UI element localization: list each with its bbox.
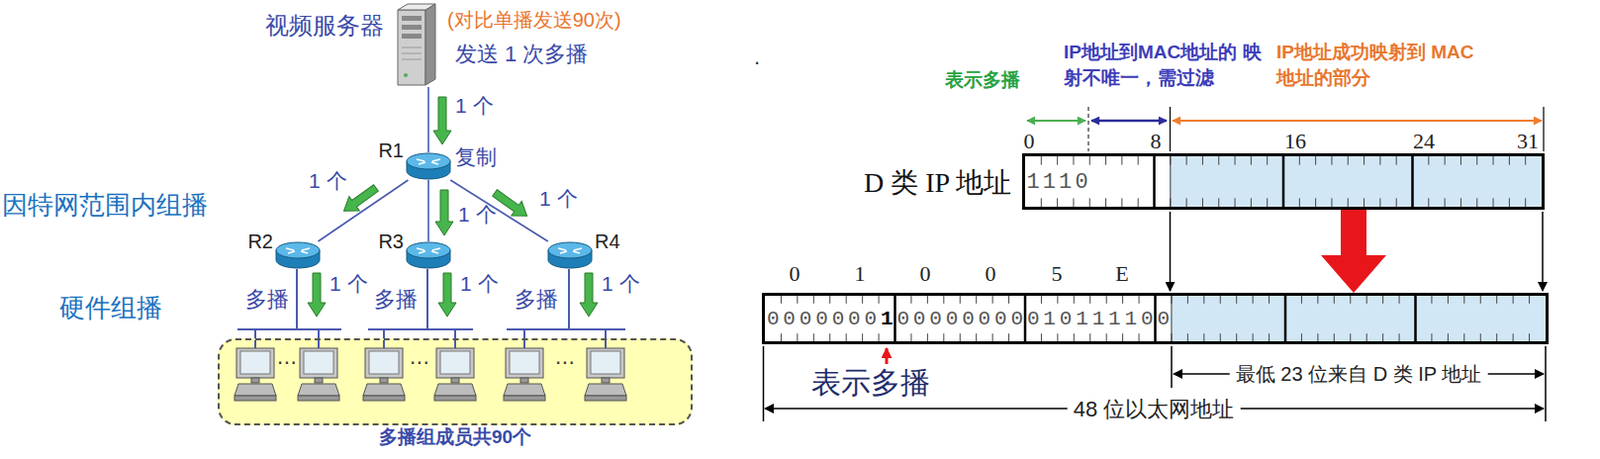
ip-address-box: D 类 IP 地址1110 <box>1022 153 1545 210</box>
router-icon <box>405 241 452 270</box>
node-text: 00000000 <box>896 307 1028 331</box>
flow-count: 1 个 <box>460 271 499 296</box>
lan-drop <box>567 269 570 330</box>
extent-line <box>1170 346 1173 388</box>
hex-digit: 0 <box>920 261 932 287</box>
ellipsis: ⋯ <box>277 350 297 375</box>
router-icon <box>275 241 321 270</box>
bit-grid <box>1025 156 1542 207</box>
mark: . <box>753 44 760 71</box>
node-text: 1110 <box>1027 169 1092 194</box>
bit-number: 0 <box>1024 128 1036 155</box>
mapping-arrow <box>1320 209 1387 293</box>
bit-number: 31 <box>1516 128 1539 155</box>
router: R3 <box>405 241 452 270</box>
ellipsis: ⋯ <box>409 350 430 375</box>
flow-count: 1 个 <box>455 93 494 118</box>
flow-count: 1 个 <box>458 201 497 227</box>
node-text: R1 <box>377 138 404 163</box>
field-note: 表示多播 <box>944 69 1021 93</box>
mac-address-box: 0000000100000000010111100 <box>761 292 1549 345</box>
node-text: D 类 IP 地址 <box>863 164 1012 202</box>
mapping-arrows <box>763 211 1547 422</box>
hex-digit: 0 <box>985 261 997 287</box>
router: R4 <box>547 241 593 270</box>
hex-digit: 1 <box>854 261 866 287</box>
ellipsis: ⋯ <box>555 350 575 375</box>
node-text: 01011110 <box>1027 307 1158 331</box>
range-arrow <box>1091 119 1167 123</box>
node-text: 1 <box>880 307 897 331</box>
node-text: 0000000 <box>766 307 881 331</box>
note: (对比单播发送90次) <box>447 7 622 32</box>
dimension-label: 48 位以太网地址 <box>1067 396 1241 423</box>
lan-drop <box>426 269 429 330</box>
network-link <box>450 180 549 242</box>
green-flow-arrows <box>307 96 598 317</box>
flow-count: 1 个 <box>601 271 641 296</box>
flow-arrow <box>579 273 598 317</box>
lan-drop <box>295 269 298 330</box>
flow-count: 1 个 <box>539 186 578 211</box>
dimension-label: 最低 23 位来自 D 类 IP 地址 <box>1229 362 1489 386</box>
node-text: 多播组成员共90个 <box>219 426 691 450</box>
router-icon <box>547 241 593 270</box>
lan-bar <box>237 328 342 331</box>
range-arrow <box>1172 119 1542 122</box>
field-note: IP地址到MAC地址的 映射不唯一，需过滤 <box>1063 39 1277 91</box>
flow-arrow <box>307 273 326 317</box>
flow-count: 1 个 <box>329 271 369 296</box>
range-divider <box>1169 106 1171 152</box>
video-server: 视频服务器 <box>393 1 440 88</box>
flow-arrow <box>433 96 452 145</box>
router: R1 <box>405 152 452 181</box>
bit-number: 8 <box>1150 128 1162 155</box>
range-arrow <box>1027 119 1086 122</box>
node-text: R3 <box>377 229 404 254</box>
bit-number: 24 <box>1412 128 1435 155</box>
network-link <box>427 87 430 153</box>
note: 多播 <box>514 286 559 313</box>
flow-arrow <box>438 273 457 317</box>
note: 多播 <box>374 286 418 313</box>
flow-count: 1 个 <box>308 168 348 193</box>
node-text: 视频服务器 <box>265 11 384 41</box>
note: 复制 <box>455 144 497 170</box>
router: R2 <box>275 241 321 270</box>
pointer-label: 表示多播 <box>811 365 931 401</box>
node-text: R2 <box>247 229 274 254</box>
node-text: 0 <box>1156 307 1173 331</box>
field-note: IP地址成功映射到 MAC地址的部分 <box>1276 39 1490 91</box>
extent-line <box>1544 346 1547 422</box>
router-icon <box>405 152 452 181</box>
flow-arrow <box>435 189 454 236</box>
server-icon <box>393 1 440 88</box>
network-link <box>427 180 430 242</box>
bit-number: 16 <box>1284 128 1307 155</box>
extent-line <box>762 346 765 422</box>
hex-digit: 0 <box>789 261 801 287</box>
range-divider <box>1542 106 1544 152</box>
mapping-arrow <box>1541 211 1544 291</box>
pointer-arrow <box>885 348 889 365</box>
range-divider <box>1087 106 1089 152</box>
scope-label: 因特网范围内组播 <box>1 189 208 221</box>
note: 多播 <box>245 286 289 313</box>
lan-segments <box>237 269 626 340</box>
hex-digit: 5 <box>1051 261 1063 287</box>
mapping-arrow <box>1169 211 1172 291</box>
scope-label: 硬件组播 <box>59 292 163 324</box>
note: 发送 1 次多播 <box>455 41 588 68</box>
node-text: R4 <box>594 229 621 254</box>
hex-digit: E <box>1115 261 1129 287</box>
